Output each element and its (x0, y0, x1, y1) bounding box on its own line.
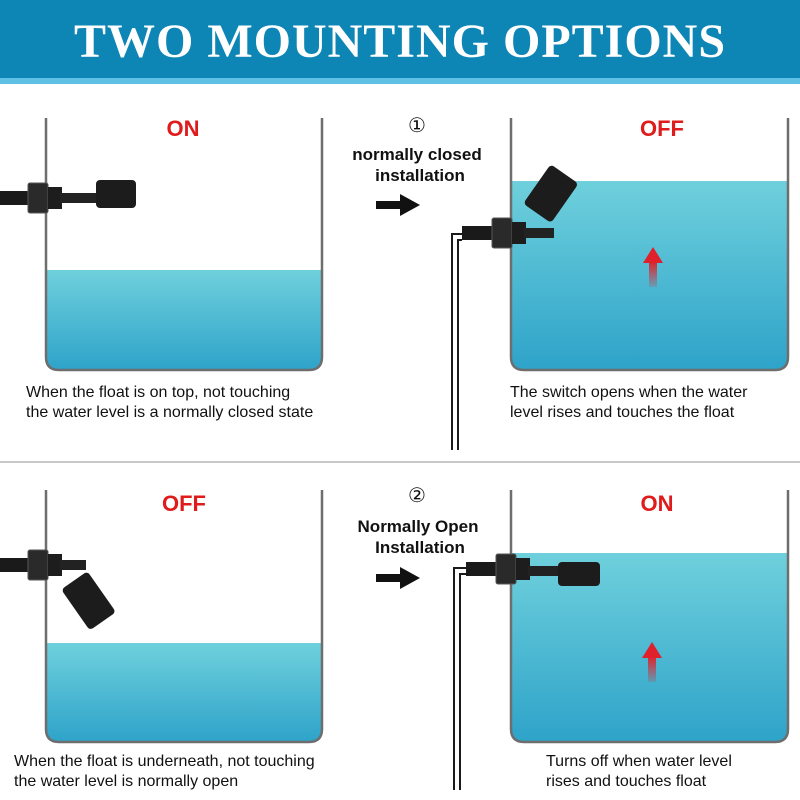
state-label-2-right: ON (641, 491, 674, 516)
option-2-label-line1: Normally Open (358, 517, 479, 536)
water-1-left (46, 270, 322, 370)
page-title: TWO MOUNTING OPTIONS (74, 15, 726, 68)
option-1-label-line2: installation (375, 166, 465, 185)
caption-1-left-line1: When the float is on top, not touching (26, 384, 290, 401)
wire-icon (451, 233, 462, 450)
caption-2-left-line2: the water level is normally open (14, 773, 238, 790)
float-switch-icon (0, 180, 136, 214)
title-banner: TWO MOUNTING OPTIONS (0, 0, 800, 84)
caption-2-right-line1: Turns off when water level (546, 753, 732, 770)
caption-2-right-line2: rises and touches float (546, 773, 707, 790)
tank-2-left (44, 490, 324, 744)
caption-1-left-line2: the water level is a normally closed sta… (26, 404, 313, 421)
float-switch-icon (0, 549, 115, 629)
arrow-right-icon (376, 194, 420, 216)
banner-stripe (0, 78, 800, 84)
float-switch-icon (462, 165, 577, 249)
wire-icon (453, 567, 466, 790)
caption-2-left-line1: When the float is underneath, not touchi… (14, 753, 315, 770)
tank-2-right (509, 490, 790, 744)
option-2-label-line2: Installation (375, 538, 465, 557)
tank-1-left (44, 118, 324, 372)
option-2-section: OFF When the float is underneath, not to… (0, 483, 790, 790)
tank-wall (509, 490, 790, 744)
float-switch-icon (466, 553, 600, 586)
tank-wall (44, 490, 324, 744)
state-label-1-left: ON (167, 116, 200, 141)
tank-wall (44, 118, 324, 372)
option-1-label-line1: normally closed (352, 145, 481, 164)
banner-background (0, 0, 800, 78)
arrow-right-icon (376, 567, 420, 589)
caption-1-right-line1: The switch opens when the water (510, 384, 748, 401)
water-2-left (46, 643, 322, 742)
option-2-number: ② (408, 483, 426, 507)
tank-wall (509, 118, 790, 372)
option-1-section: ON When the float is on top, not touchin… (0, 113, 790, 450)
state-label-1-right: OFF (640, 116, 684, 141)
tank-1-right (509, 118, 790, 372)
state-label-2-left: OFF (162, 491, 206, 516)
caption-1-right-line2: level rises and touches the float (510, 404, 735, 421)
option-1-number: ① (408, 113, 426, 137)
